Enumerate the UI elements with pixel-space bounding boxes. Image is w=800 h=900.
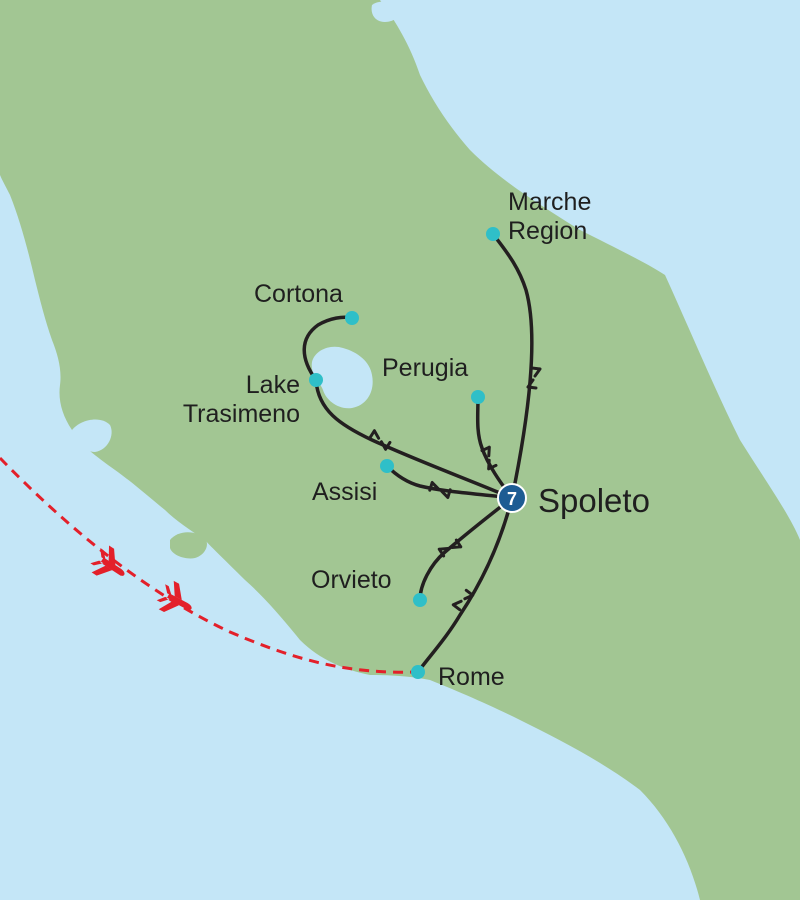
route-perugia bbox=[475, 395, 514, 500]
route-assisi bbox=[385, 464, 514, 500]
base-nights: 7 bbox=[507, 489, 517, 509]
route-lake-cortona bbox=[302, 315, 514, 500]
lake-trasimeno bbox=[311, 346, 373, 409]
route-marche bbox=[491, 232, 534, 500]
label-rome: Rome bbox=[438, 663, 505, 691]
label-orvieto: Orvieto bbox=[311, 566, 392, 594]
sea-inlet bbox=[72, 419, 112, 452]
stop-marker-lake[interactable] bbox=[309, 373, 323, 387]
label-perugia: Perugia bbox=[382, 354, 468, 382]
route-orvieto bbox=[418, 496, 514, 602]
label-assisi: Assisi bbox=[312, 478, 377, 506]
label-spoleto: Spoleto bbox=[538, 482, 650, 519]
stop-marker-perugia[interactable] bbox=[471, 390, 485, 404]
land-promontory bbox=[170, 532, 207, 559]
land-island-top bbox=[371, 1, 400, 23]
flight-path bbox=[0, 456, 419, 674]
label-marche: Marche bbox=[508, 188, 591, 216]
stop-marker-assisi[interactable] bbox=[380, 459, 394, 473]
route-rome bbox=[416, 496, 514, 674]
label-cortona: Cortona bbox=[254, 280, 343, 308]
label-marche-2: Region bbox=[508, 217, 587, 245]
label-lake-2: Trasimeno bbox=[183, 400, 300, 428]
stop-marker-orvieto[interactable] bbox=[413, 593, 427, 607]
base-marker[interactable]: 7 bbox=[497, 483, 527, 513]
stop-markers bbox=[309, 227, 500, 679]
stop-marker-cortona[interactable] bbox=[345, 311, 359, 325]
stop-marker-marche[interactable] bbox=[486, 227, 500, 241]
route-lines bbox=[302, 232, 534, 674]
stop-marker-rome[interactable] bbox=[411, 665, 425, 679]
label-lake: Lake bbox=[246, 371, 300, 399]
